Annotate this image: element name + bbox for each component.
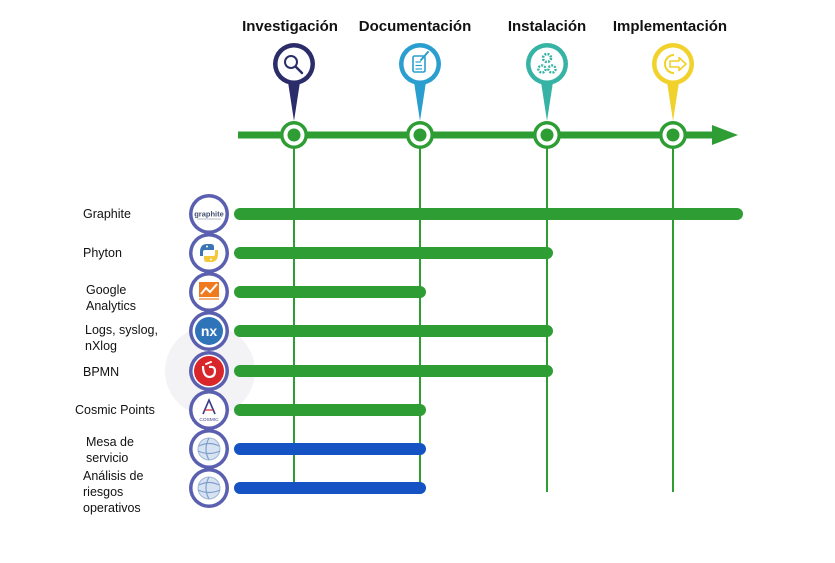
tool-label-cosmic-points: Cosmic Points bbox=[75, 403, 155, 417]
document-pencil-icon bbox=[412, 51, 429, 73]
timeline-node-documentacion bbox=[406, 121, 434, 149]
pin-documentacion bbox=[399, 43, 441, 121]
tool-label-phyton: Phyton bbox=[83, 246, 122, 260]
phase-title-investigacion: Investigación bbox=[242, 18, 338, 35]
timeline-arrow bbox=[238, 125, 738, 145]
timeline-node-investigacion bbox=[280, 121, 308, 149]
nxlog-logo-text: nx bbox=[201, 323, 218, 339]
tool-label-mesa-de-servicio: Mesa de servicio bbox=[86, 435, 134, 465]
tool-label-logs-syslog-nxlog: Logs, syslog, nXlog bbox=[85, 323, 158, 353]
python-logo-icon bbox=[189, 233, 229, 273]
nxlog-logo-icon: nx bbox=[189, 311, 229, 351]
tool-label-graphite: Graphite bbox=[83, 207, 131, 221]
tool-logos: graphite nx bbox=[189, 194, 229, 508]
globe-logo-icon bbox=[189, 429, 229, 469]
timeline-arrowhead bbox=[712, 125, 738, 145]
phase-title-implementacion: Implementación bbox=[613, 18, 727, 35]
phase-pins bbox=[273, 43, 694, 121]
tool-label-bpmn: BPMN bbox=[83, 365, 120, 379]
graphite-logo-icon: graphite bbox=[189, 194, 229, 234]
phase-guide-lines bbox=[293, 148, 674, 492]
cosmic-logo-icon: COSMIC bbox=[189, 390, 229, 430]
magnifier-icon bbox=[284, 55, 304, 75]
phase-title-instalacion: Instalación bbox=[508, 18, 586, 35]
tool-bars bbox=[234, 208, 743, 494]
tool-label-analisis-de-riesgos: Análisis de riesgos operativos bbox=[83, 469, 144, 515]
phase-titles: Investigación Documentación Instalación … bbox=[242, 18, 727, 35]
pin-implementacion bbox=[652, 43, 694, 121]
phase-title-documentacion: Documentación bbox=[359, 18, 472, 35]
export-arrow-icon bbox=[664, 54, 687, 74]
globe-logo-icon bbox=[189, 468, 229, 508]
cosmic-logo-text: COSMIC bbox=[199, 417, 219, 423]
pin-instalacion bbox=[526, 43, 568, 121]
timeline-nodes bbox=[280, 121, 687, 149]
gears-icon bbox=[537, 52, 557, 74]
tool-label-google-analytics: Google Analytics bbox=[86, 283, 137, 313]
pin-investigacion bbox=[273, 43, 315, 121]
timeline-node-implementacion bbox=[659, 121, 687, 149]
timeline-node-instalacion bbox=[533, 121, 561, 149]
google-analytics-logo-icon bbox=[189, 272, 229, 312]
bpmn-logo-icon bbox=[189, 351, 229, 391]
graphite-logo-text: graphite bbox=[194, 210, 224, 219]
